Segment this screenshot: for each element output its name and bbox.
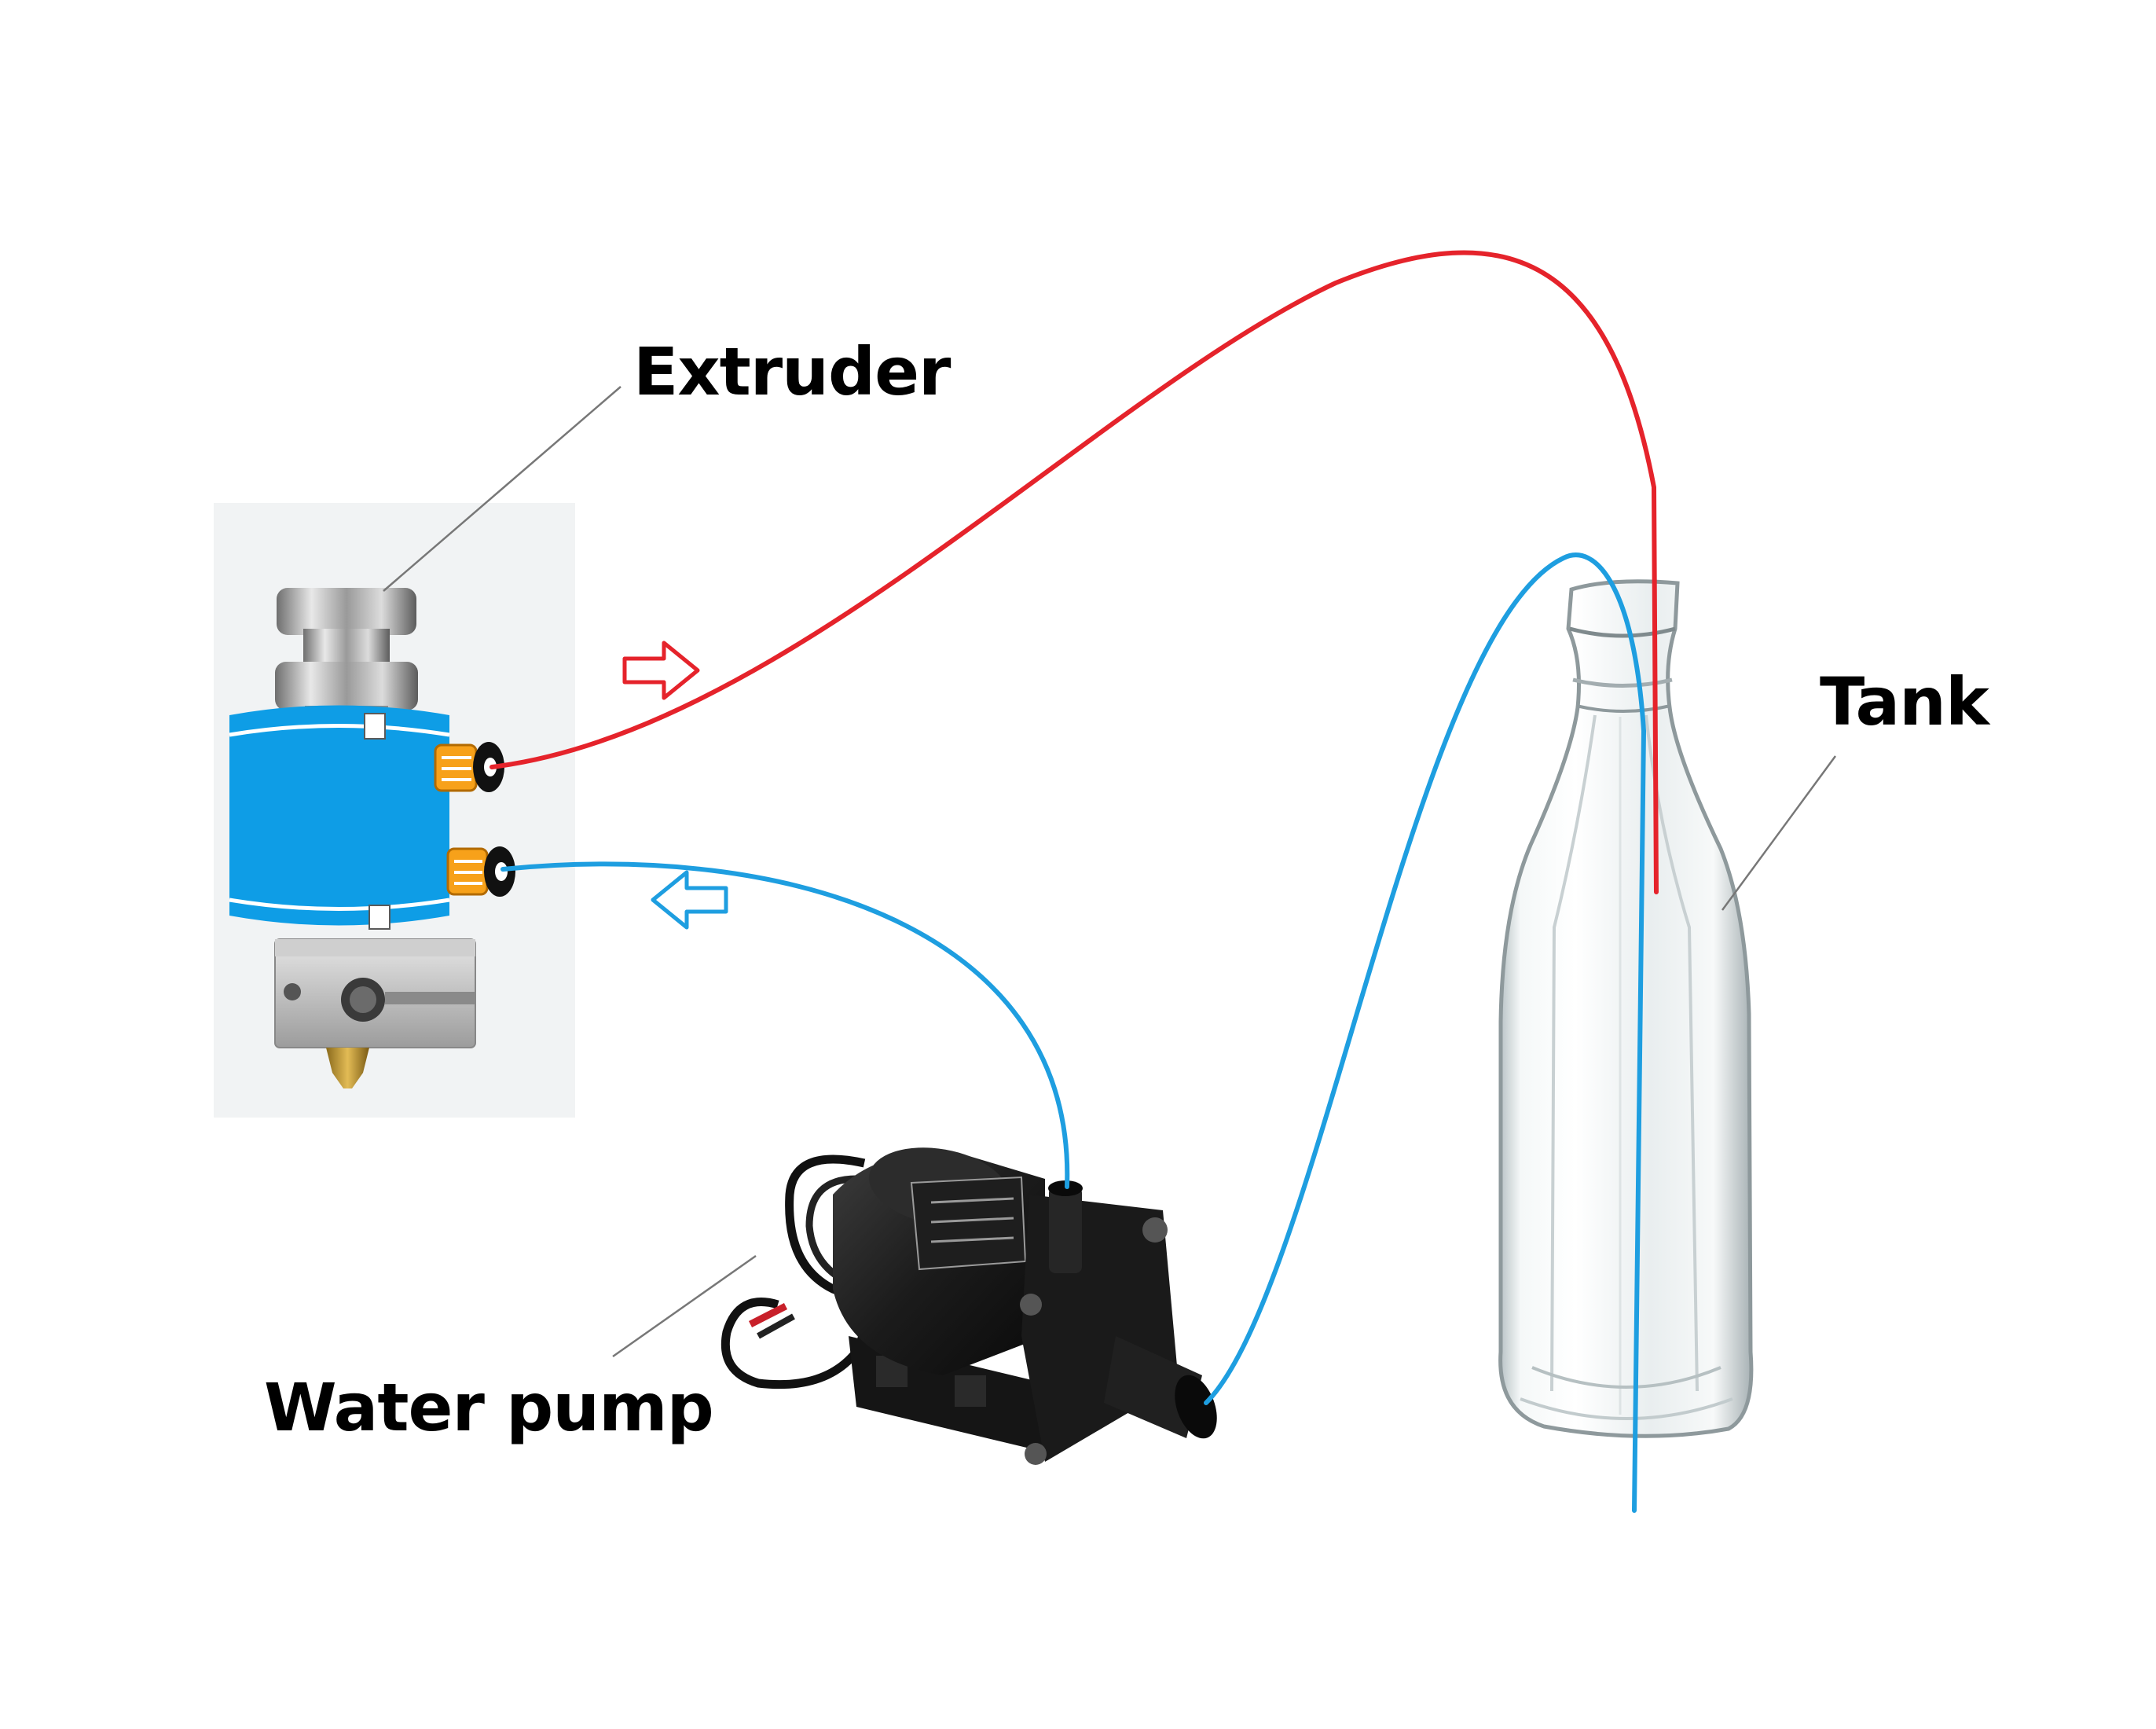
water-pump-label: Water pump — [264, 1369, 713, 1446]
nozzle — [326, 1048, 369, 1088]
tank-label: Tank — [1820, 663, 1991, 740]
water-pump-leader-line — [612, 1254, 757, 1358]
outlet-fitting — [434, 742, 504, 792]
flow-out-arrow-icon — [622, 641, 700, 700]
water-block — [229, 705, 450, 930]
hot-return-tube — [490, 250, 1659, 894]
pump-intake-tube — [1204, 552, 1647, 1513]
extruder-leader-line — [383, 386, 622, 592]
extruder — [214, 503, 575, 1118]
tank-leader-line — [1721, 755, 1837, 911]
pump-inlet — [1104, 1336, 1217, 1439]
tank-bottle — [1498, 579, 1754, 1438]
inlet-fitting — [446, 846, 515, 897]
extruder-label: Extruder — [633, 333, 952, 410]
heater-block — [274, 938, 476, 1048]
cool-supply-tube — [500, 861, 1070, 1189]
pump-label-panel — [910, 1176, 1027, 1271]
water-pump — [720, 1147, 1217, 1465]
flow-in-arrow-icon — [651, 870, 728, 930]
pump-outlet — [1049, 1187, 1082, 1273]
